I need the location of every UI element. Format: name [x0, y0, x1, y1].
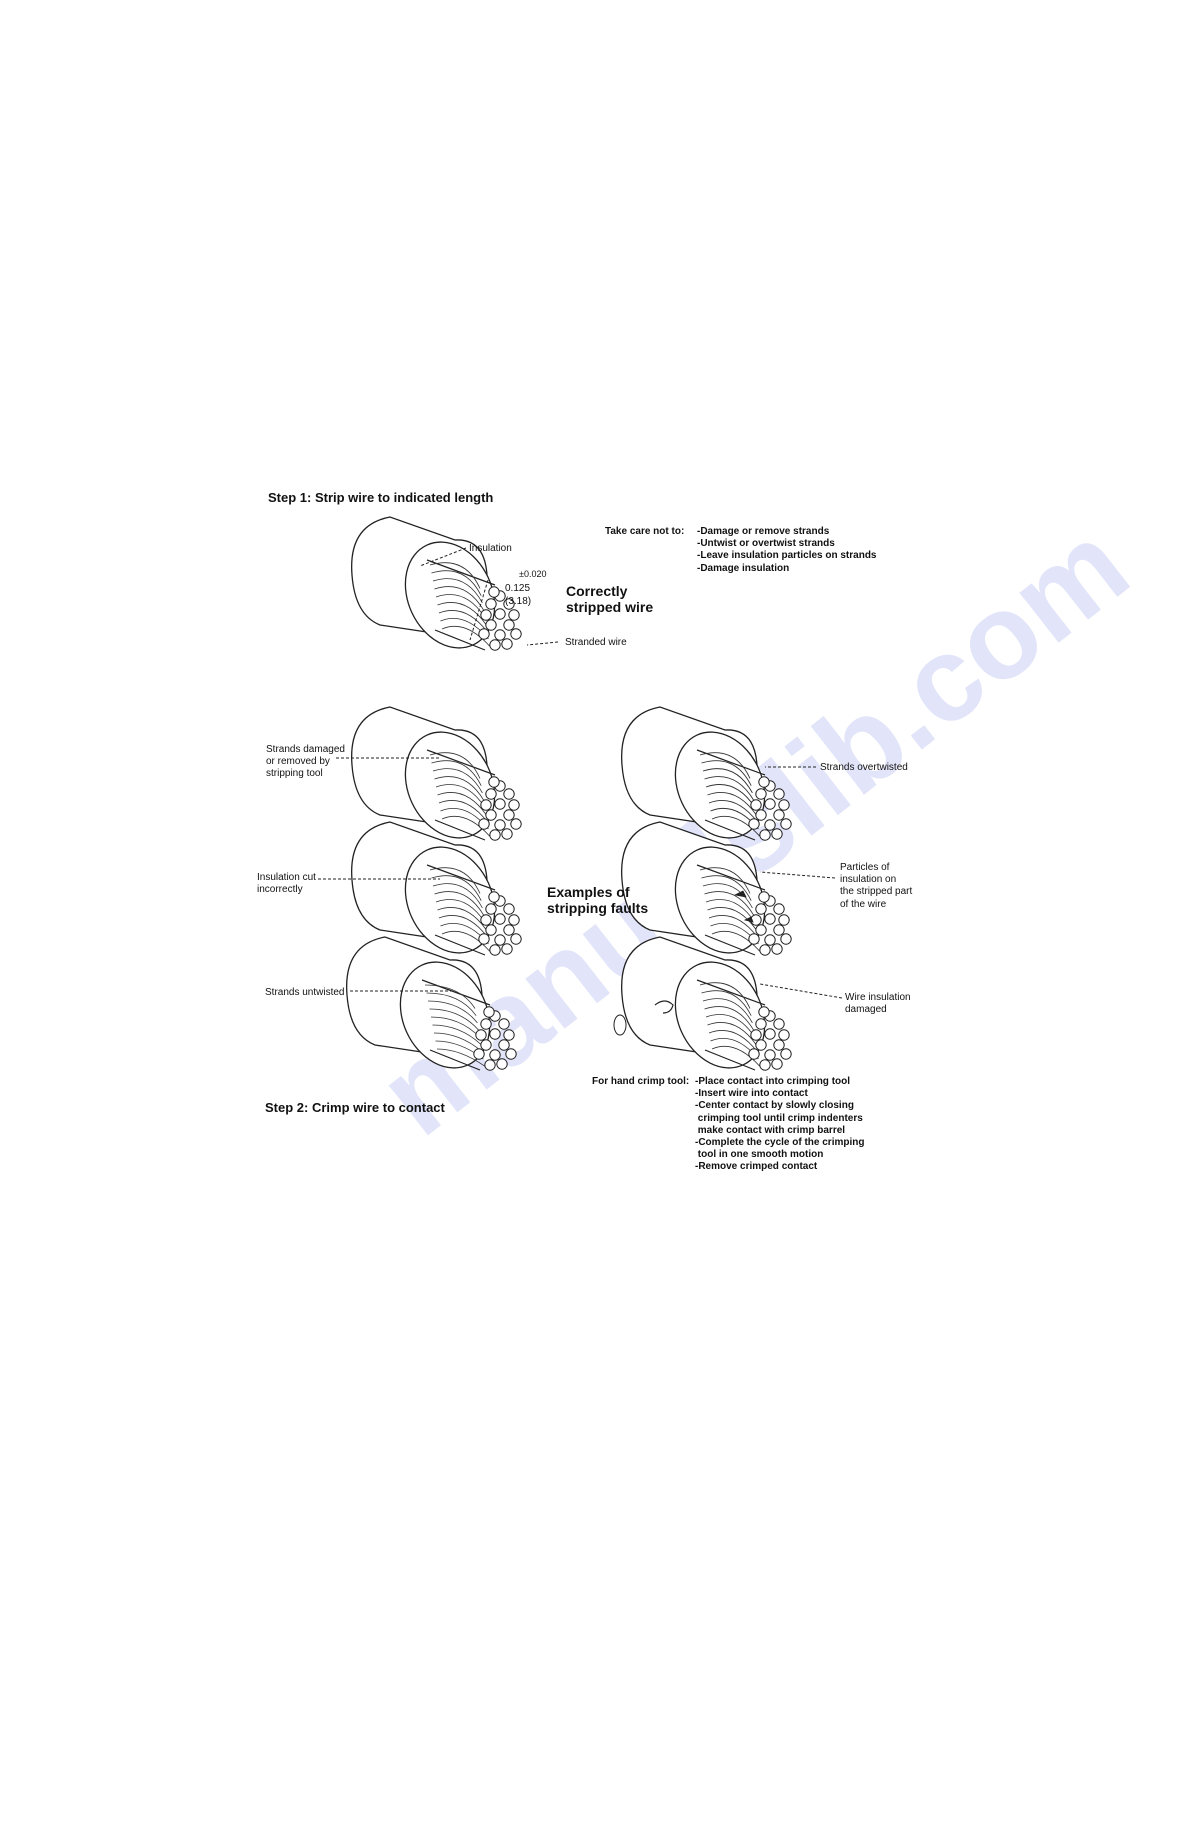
label-line: Strands damaged [266, 744, 345, 755]
crimp-item: crimping tool until crimp indenters [695, 1112, 863, 1124]
step2-heading: Step 2: Crimp wire to contact [265, 1100, 445, 1115]
insulation-damaged-wire-drawing [613, 936, 792, 1071]
label-line: the stripped part [840, 886, 913, 898]
crimp-item: -Insert wire into contact [695, 1088, 808, 1100]
label-line: insulation on [840, 874, 897, 886]
strands-overtwisted-label: Strands overtwisted [820, 762, 908, 773]
crimp-item: tool in one smooth motion [695, 1149, 824, 1161]
crimp-item: make contact with crimp barrel [695, 1124, 846, 1136]
insulation-label: Insulation [469, 543, 512, 554]
care-item: -Leave insulation particles on strands [697, 550, 877, 562]
correct-wire-drawing [351, 516, 522, 651]
care-label: Take care not to: [605, 526, 685, 537]
strands-untwisted-label: Strands untwisted [265, 987, 345, 998]
particles-wire-drawing [621, 821, 792, 956]
label-line: Insulation cut [257, 872, 316, 883]
leader-particles [759, 871, 836, 879]
care-item: -Damage insulation [697, 562, 790, 574]
dimension-label: 0.125 [505, 583, 531, 594]
label-line: incorrectly [257, 884, 303, 896]
overtwisted-wire-drawing [621, 706, 792, 841]
dimension-mm-label: (3.18) [505, 596, 532, 607]
label-line: of the wire [840, 898, 887, 910]
crimp-label: For hand crimp tool: [592, 1076, 690, 1087]
faults-title: Examples of stripping faults [547, 884, 648, 916]
care-item: -Untwist or overtwist strands [697, 538, 835, 550]
insulation-damaged-label: Wire insulation damaged [845, 992, 911, 1016]
leader-insulation [419, 547, 467, 567]
crimp-item: -Center contact by slowly closing [695, 1100, 854, 1112]
particles-label: Particles of insulation on the stripped … [840, 862, 912, 911]
faults-title-l1: Examples of [547, 884, 630, 900]
tolerance-label: ±0.020 [519, 569, 547, 579]
untwisted-wire-drawing [346, 936, 517, 1071]
faults-title-l2: stripping faults [547, 900, 649, 917]
strands-damaged-label: Strands damaged or removed by stripping … [266, 744, 345, 781]
leader-insulation-damaged [759, 983, 843, 999]
correct-title: Correctly stripped wire [566, 583, 653, 615]
insulation-cut-wire-drawing [351, 821, 522, 956]
label-line: or removed by [266, 756, 330, 768]
insulation-cut-label: Insulation cut incorrectly [257, 872, 316, 896]
label-line: Particles of [840, 862, 890, 873]
stranded-wire-label: Stranded wire [565, 637, 627, 648]
label-line: damaged [845, 1004, 887, 1016]
correct-title-l2: stripped wire [566, 599, 654, 616]
crimp-item: -Complete the cycle of the crimping [695, 1136, 865, 1148]
crimp-list: -Place contact into crimping tool -Inser… [695, 1076, 864, 1174]
crimp-item: -Remove crimped contact [695, 1161, 818, 1173]
leader-stranded [526, 641, 559, 646]
dimension-line [469, 579, 489, 641]
crimp-item: -Place contact into crimping tool [695, 1076, 851, 1087]
damaged-strands-wire-drawing [351, 706, 522, 841]
label-line: Wire insulation [845, 992, 911, 1003]
step1-heading: Step 1: Strip wire to indicated length [268, 490, 494, 505]
label-line: stripping tool [266, 768, 323, 780]
care-list: -Damage or remove strands -Untwist or ov… [697, 526, 877, 575]
care-item: -Damage or remove strands [697, 526, 830, 537]
correct-title-l1: Correctly [566, 583, 628, 599]
